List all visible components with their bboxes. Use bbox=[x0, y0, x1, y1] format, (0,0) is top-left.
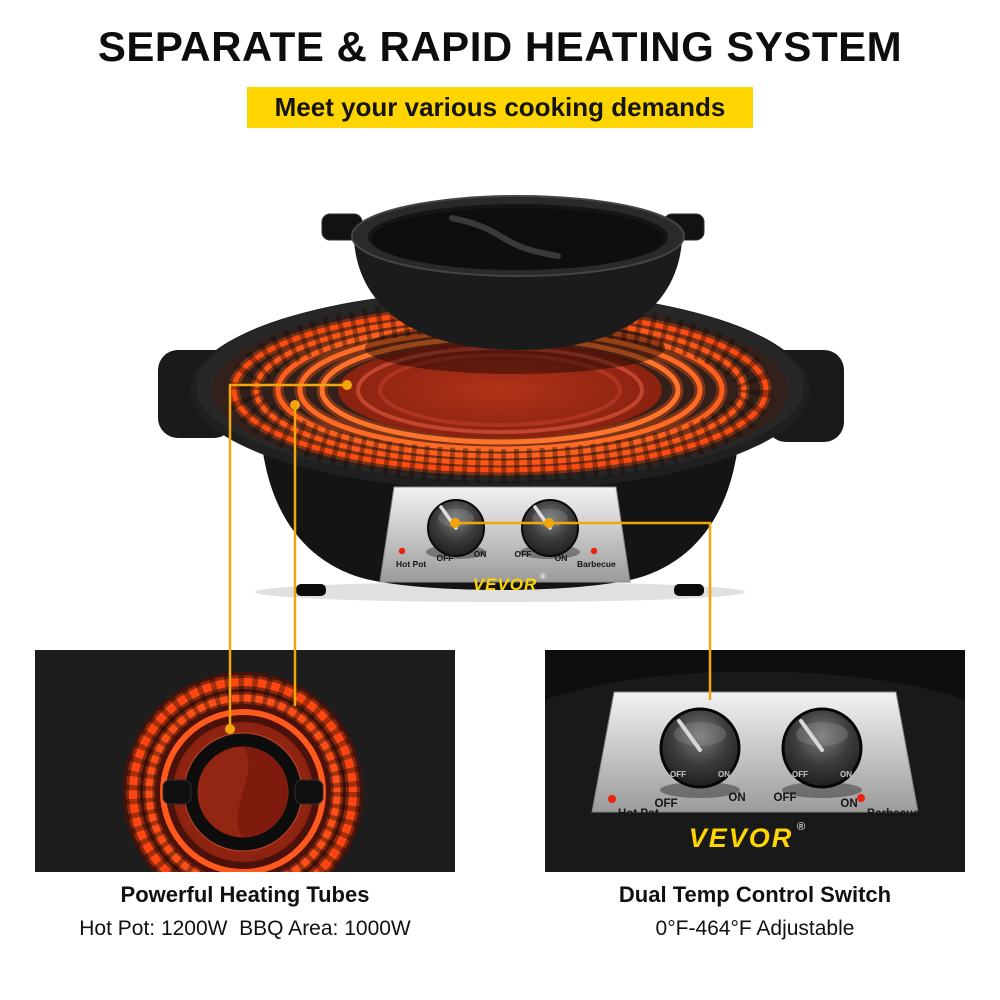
inset-barbecue-led bbox=[857, 794, 865, 802]
inset-barbecue-on-label: ON bbox=[840, 798, 857, 810]
inset-brand-name: VEVOR bbox=[689, 823, 794, 853]
inset-rib-texture bbox=[125, 674, 361, 872]
foot-left bbox=[296, 584, 326, 596]
control-feature-title: Dual Temp Control Switch bbox=[618, 882, 892, 907]
inset-knob2-on: ON bbox=[840, 770, 852, 779]
hotpot-label: Hot Pot bbox=[396, 559, 426, 569]
barbecue-off-label: OFF bbox=[515, 549, 532, 559]
heating-feature-caption: Powerful Heating Tubes Hot Pot: 1200W BB… bbox=[35, 882, 455, 941]
callout-dot-inset bbox=[225, 724, 235, 734]
pot-divider bbox=[449, 215, 561, 259]
callout-dots bbox=[225, 380, 554, 734]
control-switch-closeup: OFF ON OFF ON Hot Pot OFF ON OFF bbox=[545, 650, 965, 872]
foot-right bbox=[674, 584, 704, 596]
inset-panel-plate bbox=[591, 691, 919, 813]
grill-unit: Hot Pot OFF ON OFF ON Barbecue VEVOR ® bbox=[158, 195, 844, 602]
control-panel: Hot Pot OFF ON OFF ON Barbecue bbox=[379, 486, 631, 583]
ground-shadow bbox=[255, 582, 745, 602]
inset-body-edge bbox=[545, 650, 965, 700]
page-title: SEPARATE & RAPID HEATING SYSTEM bbox=[97, 23, 903, 70]
callout-dot-ring-outer bbox=[342, 380, 352, 390]
control-feature-description: 0°F-464°F Adjustable bbox=[655, 917, 855, 940]
callout-dot-knob-right bbox=[544, 518, 554, 528]
heating-tubes-inset bbox=[35, 650, 455, 872]
hotpot-off-label: OFF bbox=[437, 553, 454, 563]
hotpot-led bbox=[398, 547, 406, 555]
hot-pot bbox=[321, 195, 705, 374]
inset-knob2-off: OFF bbox=[792, 770, 808, 779]
control-feature-caption: Dual Temp Control Switch 0°F-464°F Adjus… bbox=[545, 882, 965, 941]
control-switch-inset: OFF ON OFF ON Hot Pot OFF ON OFF bbox=[545, 650, 965, 872]
inset-pot-handle-right bbox=[294, 779, 324, 805]
inset-knob1-off: OFF bbox=[670, 770, 686, 779]
barbecue-led bbox=[590, 547, 598, 555]
barbecue-on-label: ON bbox=[555, 553, 568, 563]
hotpot-zone bbox=[338, 342, 662, 438]
inset-registered-mark: ® bbox=[797, 821, 805, 833]
callout-line-heating-outer bbox=[228, 383, 347, 726]
brand-logo: VEVOR ® bbox=[473, 572, 546, 594]
brand-name: VEVOR bbox=[473, 575, 538, 594]
grill-rib-texture bbox=[228, 297, 772, 483]
inset-barbecue-off-label: OFF bbox=[774, 792, 797, 804]
heating-feature-title: Powerful Heating Tubes bbox=[120, 882, 370, 907]
subtitle-text: Meet your various cooking demands bbox=[246, 87, 754, 128]
callout-dot-knob-left bbox=[450, 518, 460, 528]
inset-hotpot-label: Hot Pot bbox=[618, 808, 659, 820]
heating-feature-description: Hot Pot: 1200W BBQ Area: 1000W bbox=[79, 917, 411, 940]
inset-knob1-on: ON bbox=[718, 770, 730, 779]
callout-line-knobs bbox=[455, 521, 712, 700]
hotpot-on-label: ON bbox=[474, 549, 487, 559]
pot-interior bbox=[372, 208, 664, 270]
barbecue-label: Barbecue bbox=[577, 559, 616, 569]
registered-mark: ® bbox=[540, 572, 546, 581]
inset-hotpot-knob: OFF ON bbox=[659, 707, 741, 798]
hotpot-knob bbox=[426, 499, 486, 559]
inset-pot-divider-shadow bbox=[237, 747, 288, 837]
inset-barbecue-label: Barbecue bbox=[867, 808, 919, 820]
inset-barbecue-knob: OFF ON bbox=[781, 707, 863, 798]
subtitle-banner: Meet your various cooking demands bbox=[0, 87, 1000, 128]
callout-dot-ring-inner bbox=[290, 400, 300, 410]
inset-hotpot-led bbox=[608, 795, 616, 803]
callout-lines bbox=[228, 383, 712, 726]
inset-hotpot-off-label: OFF bbox=[655, 798, 678, 810]
heating-tubes-closeup bbox=[123, 672, 363, 872]
inset-hotpot-on-label: ON bbox=[728, 792, 745, 804]
inset-pot-handle-left bbox=[162, 779, 192, 805]
